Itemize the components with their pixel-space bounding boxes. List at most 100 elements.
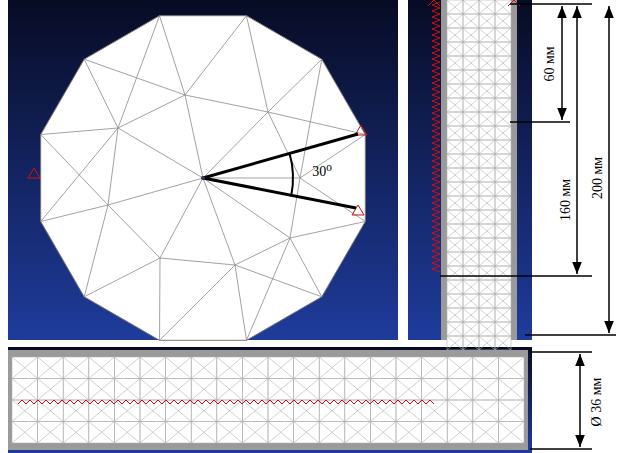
mesh-line (495, 70, 511, 84)
mesh-line (38, 379, 64, 401)
mesh-line (396, 357, 422, 379)
mesh-line (191, 379, 217, 401)
mesh-line (473, 379, 499, 401)
mesh-line (160, 258, 235, 265)
mesh-line (473, 400, 499, 422)
mesh-line (114, 400, 140, 422)
mesh-line (370, 379, 396, 401)
mesh-line (447, 280, 463, 294)
mesh-line (498, 400, 524, 422)
mesh-line (268, 112, 300, 178)
mesh-line (479, 210, 495, 224)
mesh-line (479, 196, 495, 210)
mesh-line (479, 266, 495, 280)
mesh-line (479, 308, 495, 322)
mesh-line (447, 294, 463, 308)
mesh-line (463, 308, 479, 322)
mesh-line (268, 422, 294, 444)
mesh-line (463, 238, 479, 252)
mesh-line (140, 422, 166, 444)
mesh-line (447, 98, 463, 112)
mesh-line (89, 400, 115, 422)
mesh-line (498, 357, 524, 379)
mesh-line (345, 400, 371, 422)
mesh-line (463, 210, 479, 224)
mesh-line (473, 379, 499, 401)
mesh-line (89, 422, 115, 444)
mesh-line (463, 56, 479, 70)
mesh-line (160, 265, 235, 340)
mesh-line (479, 126, 495, 140)
mesh-line (463, 154, 479, 168)
mesh-line (447, 196, 463, 210)
mesh-line (140, 379, 166, 401)
mesh-line (447, 322, 463, 336)
mesh-line (447, 422, 473, 444)
mesh-line (166, 379, 192, 401)
mesh-line (447, 422, 473, 444)
mesh-line (463, 0, 479, 14)
mesh-line (447, 280, 463, 294)
mesh-line (495, 0, 511, 14)
mesh-line (495, 0, 511, 14)
mesh-line (463, 140, 479, 154)
mesh-line (495, 70, 511, 84)
mesh-line (242, 357, 268, 379)
mesh-line (447, 14, 463, 28)
mesh-line (345, 422, 371, 444)
mesh-line (118, 95, 185, 128)
mesh-line (447, 357, 473, 379)
mesh-line (191, 357, 217, 379)
mesh-line (479, 336, 495, 350)
mesh-line (463, 154, 479, 168)
mesh-line (235, 265, 322, 297)
mesh-line (447, 280, 463, 294)
mesh-line (217, 422, 243, 444)
mesh-line (246, 238, 290, 340)
mesh-line (479, 42, 495, 56)
mesh-line (495, 210, 511, 224)
mesh-line (479, 224, 495, 238)
mesh-line (479, 280, 495, 294)
mesh-line (447, 400, 473, 422)
mesh-line (463, 84, 479, 98)
mesh-line (114, 422, 140, 444)
mesh-line (63, 379, 89, 401)
mesh-line (447, 322, 463, 336)
mesh-line (345, 379, 371, 401)
mesh-line (495, 308, 511, 322)
mesh-line (495, 126, 511, 140)
mesh-line (495, 168, 511, 182)
mesh-line (268, 422, 294, 444)
mesh-line (12, 357, 38, 379)
mesh-line (463, 182, 479, 196)
angle-label: 30⁰ (310, 164, 334, 180)
mesh-line (473, 379, 499, 401)
mesh-line (495, 252, 511, 266)
mesh-line (63, 357, 89, 379)
mesh-line (479, 238, 495, 252)
mesh-line (447, 308, 463, 322)
mesh-line (294, 357, 320, 379)
mesh-line (294, 379, 320, 401)
mesh-line (447, 42, 463, 56)
mesh-line (479, 84, 495, 98)
mesh-line (479, 294, 495, 308)
mesh-line (463, 266, 479, 280)
mesh-line (479, 182, 495, 196)
panel-background (8, 0, 398, 340)
mesh-line (63, 357, 89, 379)
mesh-line (495, 70, 511, 84)
mesh-line (38, 357, 64, 379)
mesh-line (422, 422, 448, 444)
mesh-line (463, 224, 479, 238)
constraint-symbol (428, 0, 520, 6)
mesh-line (166, 422, 192, 444)
mesh-line (479, 196, 495, 210)
mesh-line (290, 238, 322, 297)
mesh-line (479, 98, 495, 112)
mesh-line (463, 0, 479, 14)
mesh-line (463, 14, 479, 28)
mesh-line (63, 422, 89, 444)
mesh-line (447, 252, 463, 266)
